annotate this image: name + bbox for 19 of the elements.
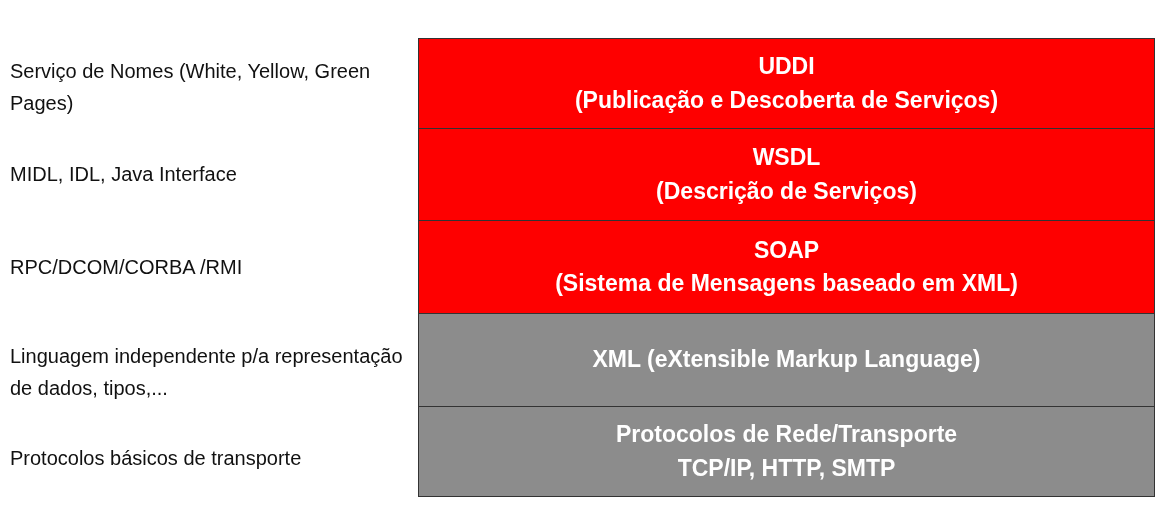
layer-band [418, 38, 1155, 129]
side-label: RPC/DCOM/CORBA /RMI [10, 255, 243, 280]
layer-description: TCP/IP, HTTP, SMTP [677, 453, 896, 483]
side-label: MIDL, IDL, Java Interface [10, 162, 237, 187]
layer-description: (Sistema de Mensagens baseado em XML) [555, 269, 1018, 298]
layer-title: XML (eXtensible Markup Language) [592, 345, 981, 375]
layer-band [418, 220, 1155, 314]
layer-title: Protocolos de Rede/Transporte [615, 420, 958, 450]
side-label: Protocolos básicos de transporte [10, 446, 302, 471]
layer-band [418, 313, 1155, 407]
layer-title: SOAP [753, 235, 820, 265]
layer-band [418, 128, 1155, 221]
layer-description: (Publicação e Descoberta de Serviços) [574, 85, 999, 115]
side-label: Linguagem independente p/a representação de dados, tipos,... [10, 344, 404, 401]
layer-title: UDDI [758, 52, 815, 82]
layer-description: (Descrição de Serviços) [656, 176, 917, 206]
layer-title: WSDL [752, 143, 821, 173]
side-label: Serviço de Nomes (White, Yellow, Green Pages) [10, 59, 372, 116]
layer-band [418, 406, 1155, 497]
